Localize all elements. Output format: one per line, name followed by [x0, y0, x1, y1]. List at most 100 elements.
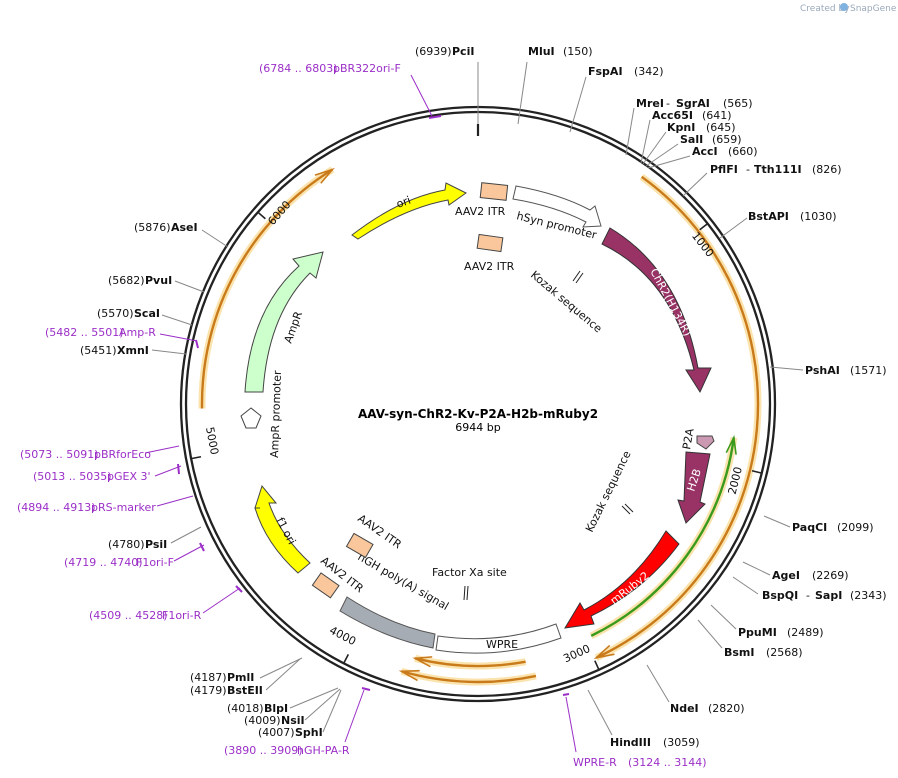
- site-leader-fspai: [569, 76, 587, 133]
- site-pos-bsmi: (2568): [766, 646, 803, 659]
- primer-name-prsmarker: pRS-marker: [91, 501, 156, 514]
- primer-name-f1orir: F1ori-R: [162, 609, 202, 622]
- primer-name-f1orif: F1ori-F: [136, 556, 174, 569]
- site-leader-nsii: [304, 688, 341, 721]
- primer-range-pbrforeco: (5073 .. 5091): [20, 448, 99, 461]
- site-name-acc65i: Acc65I: [652, 109, 693, 122]
- feature-aav2-itr-lower-outer[interactable]: [311, 572, 340, 599]
- tick-mark-5000: [191, 455, 202, 460]
- feature-hgh-polya[interactable]: [339, 596, 436, 649]
- feature-ori-label: ori: [395, 194, 413, 211]
- site-name-kpni: KpnI: [667, 121, 695, 134]
- orf-green[interactable]: [590, 437, 736, 637]
- feature-wpre[interactable]: [435, 623, 562, 654]
- site-leader-hindiii: [587, 689, 613, 736]
- site-name-agei: AgeI: [772, 569, 800, 582]
- site-pos-hindiii: (3059): [663, 736, 700, 749]
- feature-ampr-promoter[interactable]: [240, 407, 262, 429]
- primer-leader-f1orir: [202, 587, 241, 614]
- primer-mark-ampr: [195, 339, 199, 349]
- primer-range-pbr322orif: (6784 .. 6803): [259, 62, 338, 75]
- tick-mark-1000: [699, 222, 709, 231]
- site-name-mrei: MreI: [636, 97, 664, 110]
- primer-leader-pbr322orif: [410, 74, 433, 117]
- tick-mark-3000: [594, 660, 600, 671]
- orf-left[interactable]: [200, 168, 334, 409]
- primer-name-pbr322orif: pBR322ori-F: [333, 62, 401, 75]
- feature-aav2-itr-lower-inner[interactable]: [345, 532, 374, 559]
- feature-aav2-itr-inner-label: AAV2 ITR: [464, 260, 515, 273]
- site-pos-ndei: (2820): [708, 702, 745, 715]
- site-pos-pvui: (5682): [108, 274, 145, 287]
- primer-range-prsmarker: (4894 .. 4913): [17, 501, 96, 514]
- site-pos-paqci: (2099): [837, 521, 874, 534]
- primer-name-ampr: Amp-R: [119, 326, 156, 339]
- site-name-pmli: PmlI: [227, 671, 254, 684]
- site-pos-kpni: (645): [706, 121, 736, 134]
- feature-aav2-itr-inner[interactable]: [476, 233, 504, 253]
- feature-h2b[interactable]: [677, 451, 711, 524]
- feature-ampr[interactable]: [244, 251, 324, 393]
- plasmid-name: AAV-syn-ChR2-Kv-P2A-H2b-mRuby2: [358, 407, 598, 421]
- orf-right-arrowhead: [593, 644, 615, 660]
- site-name-ppumi: PpuMI: [738, 626, 777, 639]
- feature-chr2[interactable]: [601, 227, 712, 394]
- feature-mruby2[interactable]: [564, 530, 680, 629]
- primer-leader-ampr: [159, 333, 198, 342]
- feature-f1ori[interactable]: [254, 484, 311, 574]
- primer-name-pgex3: pGEX 3': [107, 470, 151, 483]
- site-name-nsii: NsiI: [281, 714, 305, 727]
- primer-mark-wprer: [562, 693, 570, 696]
- site-name-scai: ScaI: [134, 307, 160, 320]
- site-pos-mrei: (565): [723, 97, 753, 110]
- feature-ampr-promoter-label: AmpR promoter: [268, 370, 284, 458]
- site-name-asei: AseI: [171, 221, 198, 234]
- site-pos-blpi: (4018): [227, 702, 264, 715]
- orf-left-glow: [198, 166, 335, 409]
- site-pos-nsii: (4009): [244, 714, 281, 727]
- feature-kozak-upper-mark: [572, 270, 581, 282]
- site-name-sali: SalI: [680, 133, 703, 146]
- orf-layer: [198, 166, 762, 686]
- site-name-pshai: PshAI: [805, 364, 840, 377]
- site-pos-bspqi: (2343): [850, 589, 887, 602]
- site-leader-sphi: [322, 689, 342, 733]
- feature-factorxa-mark2: [466, 585, 469, 601]
- feature-factorxa-label: Factor Xa site: [432, 566, 507, 579]
- site-extra-sapi: SapI: [815, 589, 842, 602]
- feature-hsyn-promoter[interactable]: [512, 185, 602, 228]
- feature-p2a[interactable]: [696, 435, 715, 450]
- feature-p2a-label: P2A: [680, 427, 697, 451]
- tick-mark-6000: [257, 211, 266, 220]
- credit-text: Created by: [800, 4, 850, 14]
- site-leader-paqci: [763, 515, 791, 528]
- site-pos-ppumi: (2489): [787, 626, 824, 639]
- primer-mark-f1orir: [235, 585, 243, 593]
- site-leader-ndei: [646, 664, 670, 703]
- orf-right[interactable]: [595, 175, 760, 659]
- primer-mark-pbr322orif: [428, 115, 442, 119]
- orf-bottom-outer[interactable]: [401, 670, 537, 684]
- site-leader-pshai: [769, 366, 804, 371]
- site-name-bsmi: BsmI: [724, 646, 755, 659]
- site-leader-pmli: [259, 657, 303, 679]
- plasmid-length: 6944 bp: [455, 421, 500, 434]
- site-leader-agei: [742, 561, 771, 576]
- orf-bottom-inner[interactable]: [414, 657, 526, 668]
- site-pos-mlui: (150): [563, 45, 593, 58]
- site-pos-pshai: (1571): [850, 364, 887, 377]
- feature-ampr-label: AmpR: [282, 309, 306, 345]
- site-leader-mrei: [625, 107, 635, 156]
- feature-ori[interactable]: [351, 182, 467, 240]
- site-pos-pmli: (4187): [190, 671, 227, 684]
- primer-range-f1orif: (4719 .. 4740): [64, 556, 143, 569]
- feature-aav2-itr-top-label: AAV2 ITR: [455, 205, 506, 218]
- site-name-blpi: BlpI: [264, 702, 288, 715]
- feature-wpre-label: WPRE: [486, 638, 518, 651]
- site-dash-bspqi: -: [806, 589, 810, 602]
- site-name-bspqi: BspQI: [762, 589, 798, 602]
- site-leader-acc65i: [640, 119, 651, 164]
- primer-leader-prsmarker: [156, 495, 194, 507]
- feature-aav2-itr-top[interactable]: [479, 182, 509, 201]
- site-extra-sgrai: SgrAI: [676, 97, 710, 110]
